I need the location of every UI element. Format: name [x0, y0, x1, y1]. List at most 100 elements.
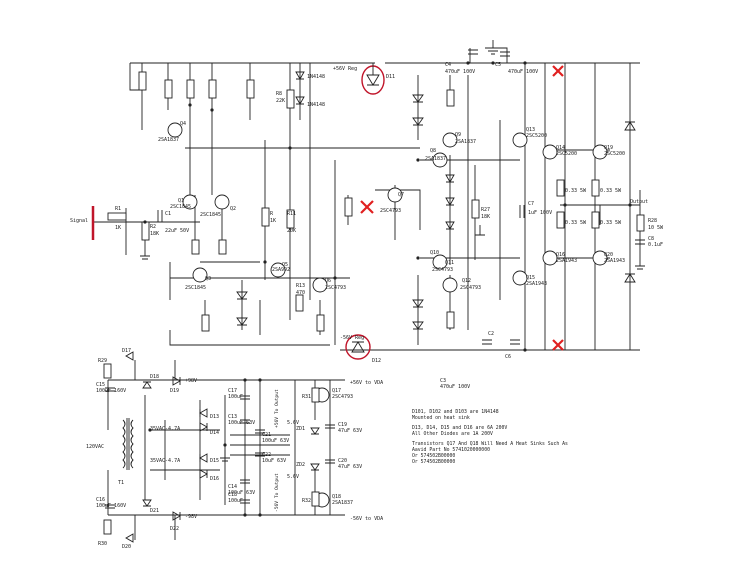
c7-value: 1uF 100V: [528, 210, 552, 216]
resistor-r: [208, 79, 217, 99]
capacitor-c7: [519, 205, 525, 218]
diode-d20: [125, 533, 134, 543]
resistor-r31: [311, 387, 320, 403]
r-emitter-value: 0.33 5W: [600, 188, 622, 194]
diode-1n4148: [412, 94, 424, 103]
pos56-vda-label: +56V to VDA: [350, 380, 383, 386]
capacitor-c16: [105, 504, 115, 509]
diode-d13: [199, 408, 208, 418]
resistor-r28: [636, 214, 645, 232]
d15-label: D15: [210, 458, 219, 464]
note-line: D13, D14, D15 and D16 are 6A 200V: [412, 425, 507, 431]
resistor-r: [261, 207, 270, 227]
r13-value: 470: [296, 290, 305, 296]
transistor-q11: [432, 254, 448, 270]
d16-label: D16: [210, 476, 219, 482]
diode-d14: [199, 422, 208, 432]
transistors: [167, 122, 608, 293]
transistor-q9: [442, 132, 458, 148]
q16-value: 2SA1943: [556, 258, 577, 264]
c21-label: C21: [262, 432, 271, 438]
resistor-emitter: [591, 211, 600, 229]
d19-label: D19: [170, 388, 179, 394]
diode-d19: [172, 376, 181, 386]
r29-label: R29: [98, 358, 107, 364]
q1-value: 2SC1845: [170, 204, 191, 210]
power-supply-labels: 120VAC T1 35VAC-4.7A 35VAC-4.7A +98V -98…: [86, 348, 383, 550]
capacitor-c17: [240, 395, 250, 400]
d22-label: D22: [170, 526, 179, 532]
diode-d22: [172, 511, 181, 521]
d13-label: D13: [210, 414, 219, 420]
resistor-r8: [286, 89, 295, 109]
note-line: Or 574502B00000: [412, 453, 455, 459]
diode-d16: [199, 469, 208, 479]
r30-label: R30: [98, 541, 107, 547]
q13-value: 2SC5200: [526, 133, 547, 139]
q14-label: Q14: [556, 145, 565, 151]
diode-d21: [142, 499, 152, 507]
resistors: [107, 71, 645, 332]
zd1-label: ZD1: [296, 426, 305, 432]
r2-value: 18K: [150, 231, 159, 237]
r32-label: R32: [302, 498, 311, 504]
r2-label: R2: [150, 224, 156, 230]
c18-value: 100uF: [228, 498, 243, 504]
c2-label: C2: [488, 331, 494, 337]
d21-label: D21: [150, 508, 159, 514]
diode-1n4148: [236, 317, 248, 326]
neg56-vda-label: -56V to VDA: [350, 516, 383, 522]
resistor-r: [246, 79, 255, 99]
power-supply-section: [103, 351, 345, 543]
diode-d103: [445, 221, 455, 230]
c3-value: 470uF 100V: [440, 384, 470, 390]
transistor-q13: [512, 132, 528, 148]
q19-label: Q19: [604, 145, 613, 151]
c8-value: 0.1uF: [648, 242, 663, 248]
resistor-r32: [311, 491, 320, 507]
d18-label: D18: [150, 374, 159, 380]
transistor-q1: [182, 194, 198, 210]
q9-value: 2SA1837: [455, 139, 476, 145]
zener-zd2: [310, 463, 320, 471]
diode-1n4148: [236, 291, 248, 300]
q15-label: Q15: [526, 275, 535, 281]
diode-d18: [142, 381, 152, 389]
c3-label: C3: [440, 378, 446, 384]
transformer-primary: [122, 419, 126, 469]
diode-d23: [624, 121, 636, 131]
capacitor-c13: [240, 419, 250, 424]
q3-label: Q3: [205, 276, 211, 282]
q4-value: 2SA1837: [158, 137, 179, 143]
r1-label: R1: [115, 206, 121, 212]
d17-label: D17: [122, 348, 131, 354]
transistor-q6: [312, 277, 328, 293]
c7-label: C7: [528, 201, 534, 207]
q20-value: 2SA1943: [604, 258, 625, 264]
r8-value: 22K: [276, 98, 285, 104]
zener-zd1: [310, 427, 320, 435]
q18-value: 2SA1837: [332, 500, 353, 506]
r-value: 1K: [270, 218, 276, 224]
resistor-r: [138, 71, 147, 91]
c8-label: C8: [648, 236, 654, 242]
reg-top-label: +56V Reg: [333, 66, 357, 72]
d20-label: D20: [122, 544, 131, 550]
x-mark-bottom: [552, 339, 564, 351]
transistor-q20: [592, 250, 608, 266]
zener-v2: 5.6V: [287, 474, 299, 480]
diode-d17: [125, 351, 134, 361]
q1-label: Q1: [178, 198, 184, 204]
transistor-q15: [512, 270, 528, 286]
q12-value: 2SC4793: [460, 285, 481, 291]
capacitor-c4: [468, 49, 478, 55]
diode-d1: [295, 96, 305, 105]
resistor-r27: [471, 199, 480, 219]
diode-d101: [445, 174, 455, 183]
transistor-q5: [270, 262, 286, 278]
q4-label: Q4: [180, 121, 186, 127]
c4-label: C4: [445, 62, 451, 68]
resistor-r11: [286, 209, 295, 229]
transistor-q16: [542, 250, 558, 266]
